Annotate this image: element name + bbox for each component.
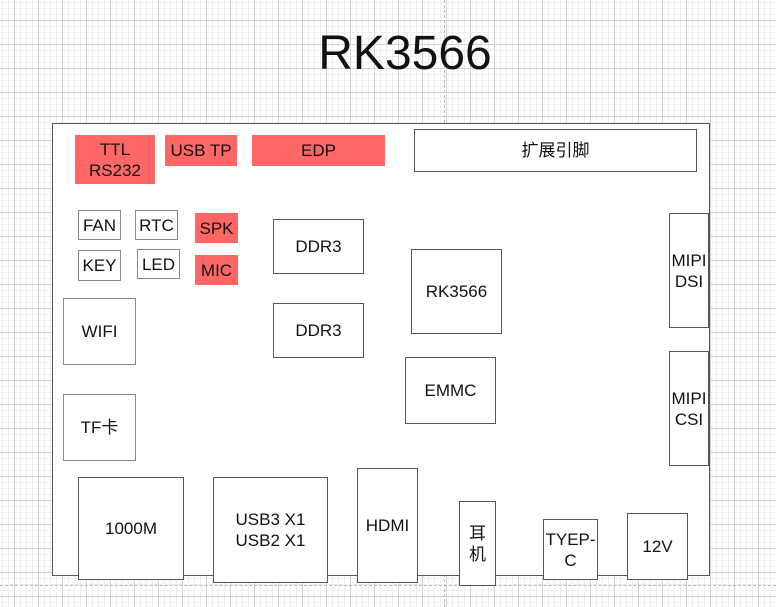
diagram-title: RK3566 bbox=[318, 27, 492, 80]
block-mipi-csi[interactable]: MIPI CSI bbox=[669, 351, 709, 466]
block-mic[interactable]: MIC bbox=[195, 255, 238, 285]
block-key[interactable]: KEY bbox=[78, 250, 121, 281]
block-fan[interactable]: FAN bbox=[78, 210, 121, 240]
block-tf-card[interactable]: TF卡 bbox=[63, 394, 136, 461]
block-expansion-pins[interactable]: 扩展引脚 bbox=[414, 129, 697, 172]
canvas-guide-horizontal bbox=[0, 585, 776, 586]
block-rk3566-soc[interactable]: RK3566 bbox=[411, 249, 502, 334]
block-usb-tp[interactable]: USB TP bbox=[165, 135, 237, 166]
block-ethernet-1000m[interactable]: 1000M bbox=[78, 477, 184, 580]
block-edp[interactable]: EDP bbox=[252, 135, 385, 166]
block-led[interactable]: LED bbox=[137, 249, 180, 279]
block-headphone[interactable]: 耳 机 bbox=[459, 501, 496, 586]
block-rtc[interactable]: RTC bbox=[135, 210, 178, 240]
block-type-c[interactable]: TYEP- C bbox=[543, 519, 598, 580]
block-spk[interactable]: SPK bbox=[195, 213, 238, 243]
block-ddr3-top[interactable]: DDR3 bbox=[273, 219, 364, 274]
block-usb-ports[interactable]: USB3 X1 USB2 X1 bbox=[213, 477, 328, 583]
block-ddr3-bottom[interactable]: DDR3 bbox=[273, 303, 364, 358]
block-emmc[interactable]: EMMC bbox=[405, 357, 496, 424]
block-hdmi[interactable]: HDMI bbox=[357, 468, 418, 583]
block-wifi[interactable]: WIFI bbox=[63, 298, 136, 365]
block-mipi-dsi[interactable]: MIPI DSI bbox=[669, 213, 709, 328]
block-ttl-rs232[interactable]: TTL RS232 bbox=[75, 135, 155, 184]
block-12v-power[interactable]: 12V bbox=[627, 513, 688, 580]
